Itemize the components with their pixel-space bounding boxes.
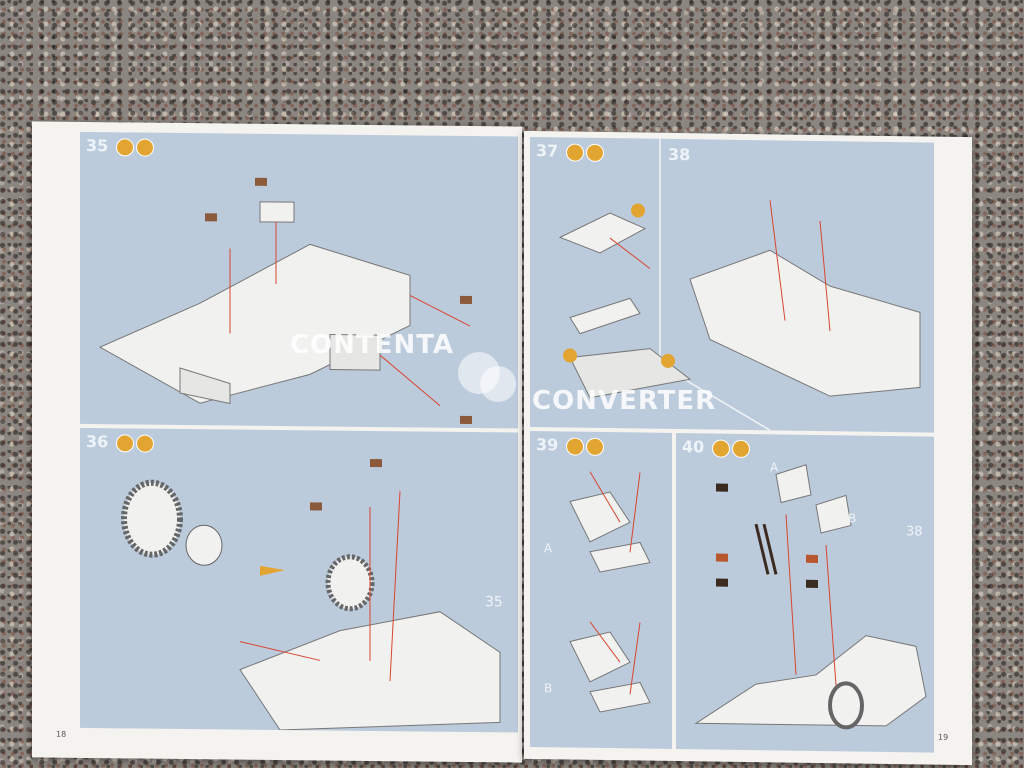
panel-reference: 38 <box>906 524 923 540</box>
sub-label-a: A <box>770 460 779 475</box>
step-39-panel: 39 A B <box>530 430 672 749</box>
seat-parts-drawing <box>569 471 651 713</box>
step-40-panel: 40 A B 38 <box>676 432 934 753</box>
page-number: 18 <box>56 729 67 739</box>
wheel-assembly-drawing <box>121 458 501 731</box>
sub-label-b: B <box>848 511 857 526</box>
chassis-drawing <box>98 177 472 425</box>
watermark-line1: CONTENTA <box>290 330 455 360</box>
sub-label-b: B <box>544 681 553 696</box>
right-page: 37 38 39 <box>524 130 972 766</box>
seat-frame-drawing <box>558 138 921 431</box>
rifle-and-seat-drawing <box>694 464 927 730</box>
page-number: 19 <box>938 732 949 742</box>
left-page: 35 36 <box>32 121 522 763</box>
step-36-panel: 36 35 <box>80 427 518 733</box>
watermark-bubble <box>480 366 516 402</box>
step-37-38-panel: 37 38 <box>530 136 934 433</box>
sub-label-a: A <box>544 541 553 556</box>
step-35-panel: 35 <box>80 131 518 429</box>
panel-reference: 35 <box>485 594 503 611</box>
watermark-line2: CONVERTER <box>532 386 717 416</box>
